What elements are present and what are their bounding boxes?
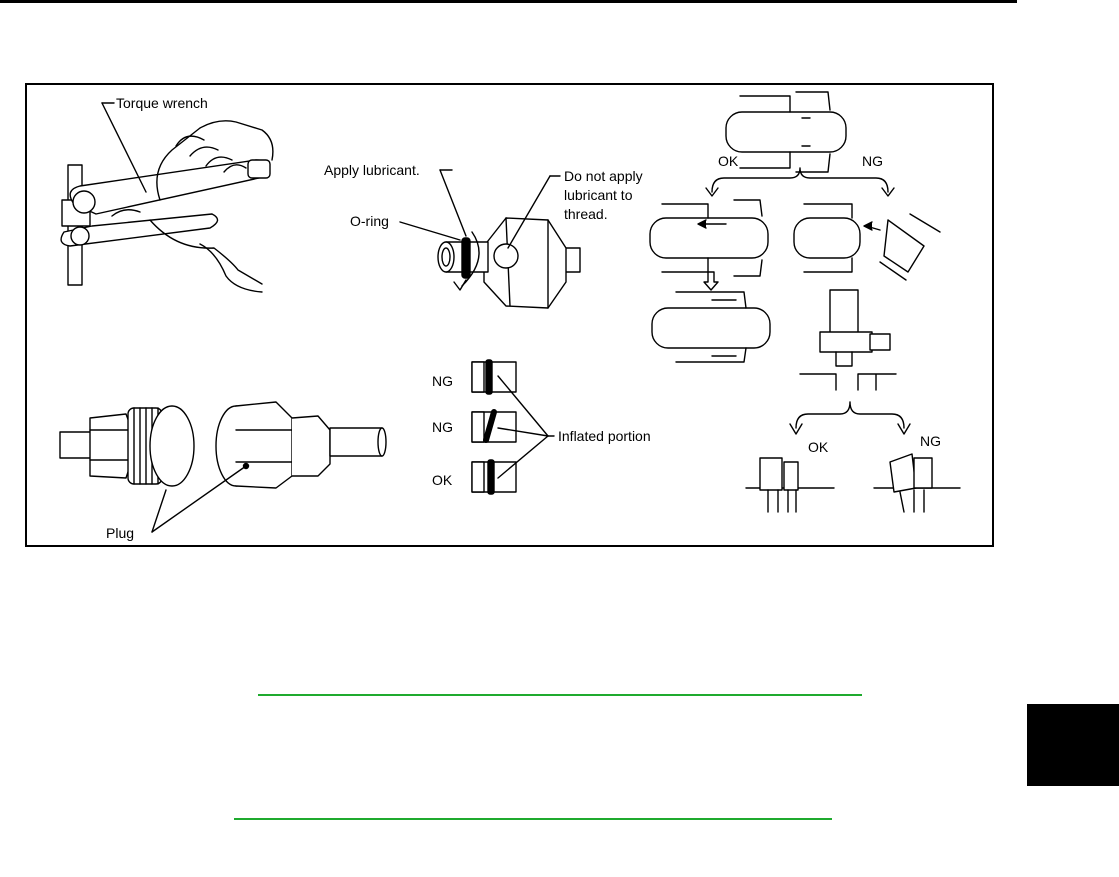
plug-label: Plug (106, 525, 134, 541)
ng-label-1: NG (432, 373, 453, 389)
link-underline-1[interactable] (258, 694, 862, 696)
plug-drawing (59, 401, 387, 533)
do-not-apply-label-1: Do not apply (564, 168, 643, 184)
ok-ring-label: OK (432, 472, 453, 488)
connector-ok-label: OK (718, 153, 739, 169)
torque-wrench-label: Torque wrench (116, 95, 208, 111)
apply-lubricant-label: Apply lubricant. (324, 162, 420, 178)
inflated-portion-label: Inflated portion (558, 428, 651, 444)
torque-wrench-drawing (60, 102, 274, 293)
o-ring-label: O-ring (350, 213, 389, 229)
quick-connector-diagram (649, 91, 961, 513)
ng-label-2: NG (432, 419, 453, 435)
clamp-ng-label: NG (920, 433, 941, 449)
header-rule (0, 0, 1017, 3)
connector-ng-label: NG (862, 153, 883, 169)
do-not-apply-label-3: thread. (564, 206, 608, 222)
do-not-apply-label-2: lubricant to (564, 187, 633, 203)
link-underline-2[interactable] (234, 818, 832, 820)
clamp-ok-label: OK (808, 439, 829, 455)
section-index-tab (1027, 704, 1119, 786)
o-ring-lubricant-drawing (399, 169, 581, 309)
illustration-frame (25, 83, 994, 547)
inflated-portion-drawing (471, 359, 555, 495)
